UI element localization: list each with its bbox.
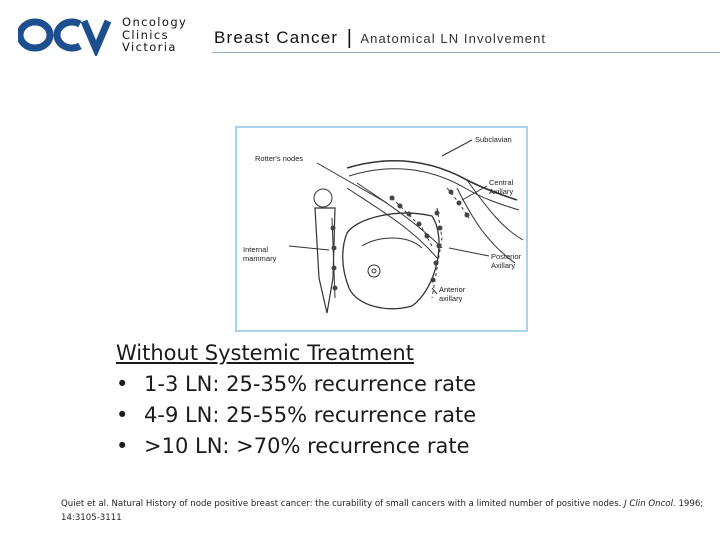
logo-wordmark: Oncology Clinics Victoria xyxy=(122,16,187,54)
label-posterior: Posterior xyxy=(491,252,522,261)
citation-journal: J Clin Oncol. xyxy=(624,499,676,509)
title-separator: | xyxy=(346,27,352,49)
citation: Quiet et al. Natural History of node pos… xyxy=(61,497,711,525)
label-posterior-axillary: Axillary xyxy=(491,261,515,270)
citation-details: 1996; 14:3105-3111 xyxy=(61,499,704,523)
ocv-logo: Oncology Clinics Victoria xyxy=(18,16,188,58)
list-item-text: 1-3 LN: 25-35% recurrence rate xyxy=(144,372,477,396)
slide-title: Breast Cancer | Anatomical LN Involvemen… xyxy=(214,26,546,49)
ocv-logo-mark xyxy=(18,18,112,56)
title-main: Breast Cancer xyxy=(214,28,339,47)
list-item: • 4-9 LN: 25-55% recurrence rate xyxy=(116,400,476,431)
label-central: Central xyxy=(489,178,514,187)
label-anterior: Anterior xyxy=(439,285,466,294)
lymph-node-diagram: Rotter's nodes Subclavian Central Axilla… xyxy=(235,126,528,332)
list-item-text: >10 LN: >70% recurrence rate xyxy=(144,434,470,458)
bullet-dot: • xyxy=(116,372,129,396)
title-subtitle: Anatomical LN Involvement xyxy=(360,31,547,46)
list-heading: Without Systemic Treatment xyxy=(116,341,414,365)
label-rotters-nodes: Rotter's nodes xyxy=(255,154,303,163)
list-item: • >10 LN: >70% recurrence rate xyxy=(116,431,476,462)
list-item-text: 4-9 LN: 25-55% recurrence rate xyxy=(144,403,477,427)
anatomy-illustration: Rotter's nodes Subclavian Central Axilla… xyxy=(243,135,524,314)
citation-text: Quiet et al. Natural History of node pos… xyxy=(61,499,622,509)
logo-line-3: Victoria xyxy=(122,40,177,54)
label-subclavian: Subclavian xyxy=(475,135,512,144)
label-internal-mammary: mammary xyxy=(243,254,277,263)
logo-line-1: Oncology xyxy=(122,15,188,29)
recurrence-list: Without Systemic Treatment • 1-3 LN: 25-3… xyxy=(116,338,476,462)
bullet-dot: • xyxy=(116,403,129,427)
header-divider xyxy=(212,52,720,53)
label-central-axillary: Axillary xyxy=(489,187,513,196)
list-item: • 1-3 LN: 25-35% recurrence rate xyxy=(116,369,476,400)
label-anterior-axillary: axillary xyxy=(439,294,463,303)
bullet-dot: • xyxy=(116,434,129,458)
label-internal: Internal xyxy=(243,245,268,254)
logo-line-2: Clinics xyxy=(122,27,170,42)
